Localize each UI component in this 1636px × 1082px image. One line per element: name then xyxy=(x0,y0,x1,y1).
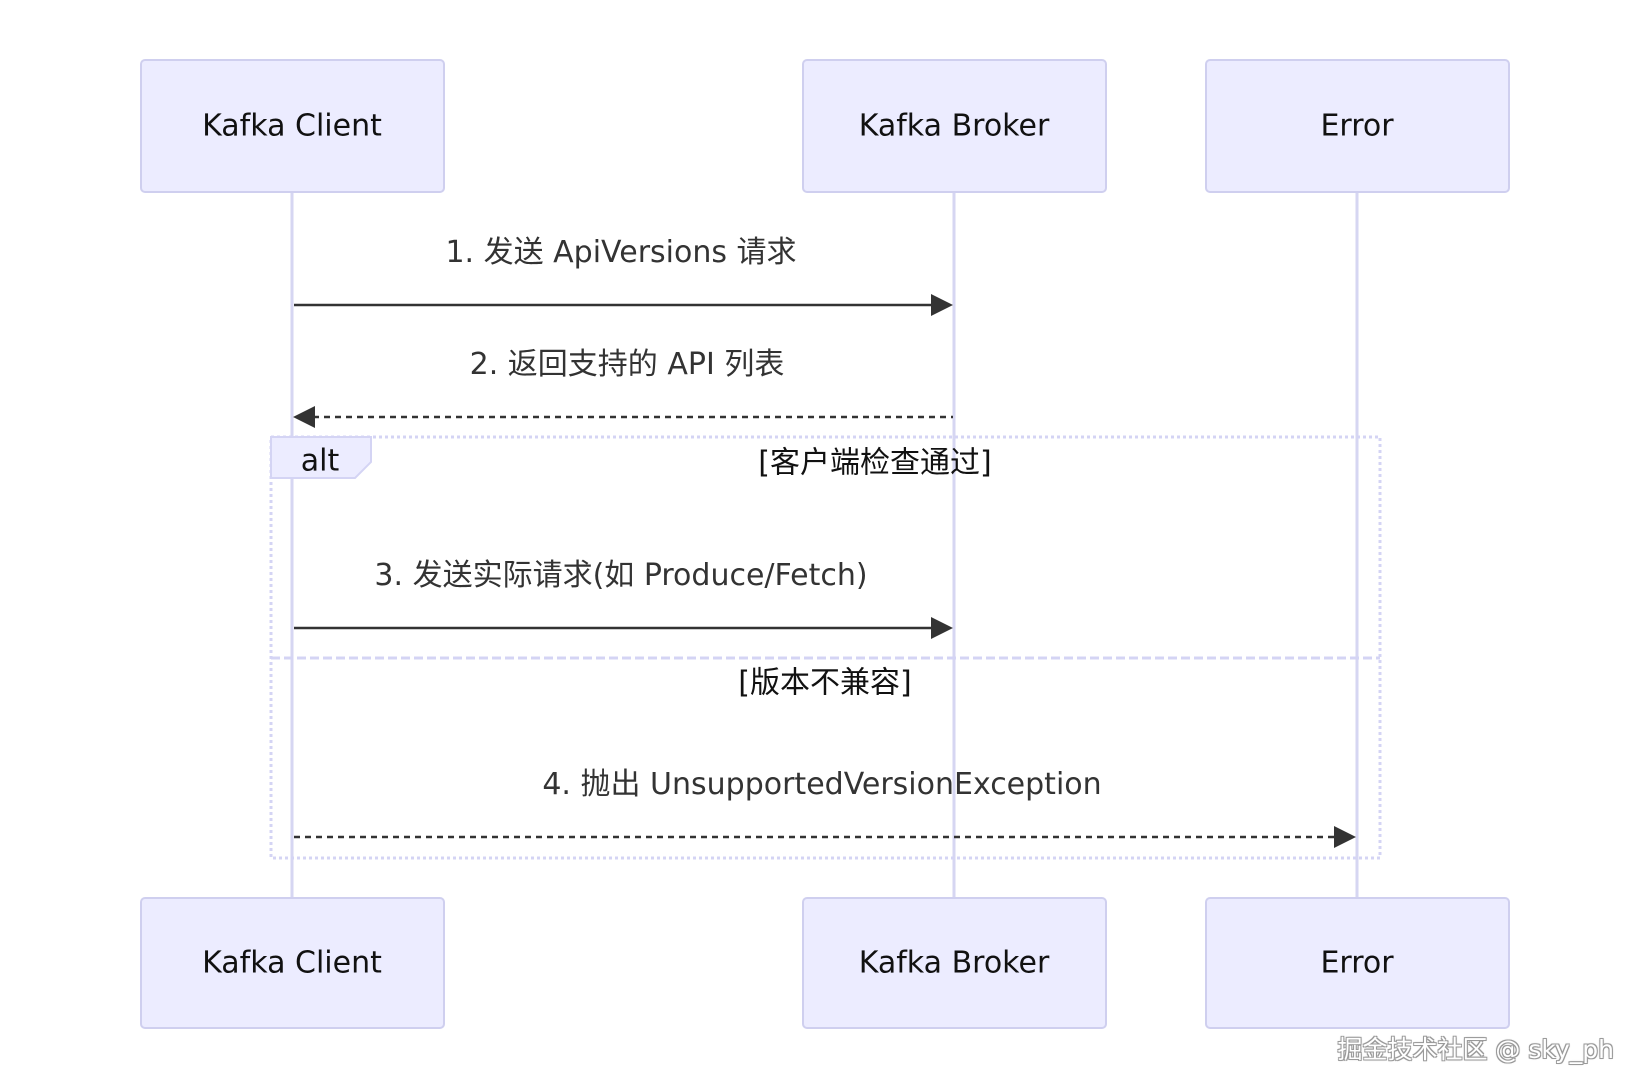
arrow-right-icon xyxy=(931,294,953,316)
message-4: 4. 抛出 UnsupportedVersionException xyxy=(294,767,1356,848)
alt-condition-2: [版本不兼容] xyxy=(738,666,911,701)
alt-frame: alt [客户端检查通过] [版本不兼容] xyxy=(269,435,1382,860)
message-1-label: 1. 发送 ApiVersions 请求 xyxy=(445,235,796,270)
actor-label: Kafka Broker xyxy=(859,946,1050,981)
actor-bottom-error: Error xyxy=(1205,897,1510,1029)
alt-frame-tab xyxy=(270,436,372,479)
arrow-left-icon xyxy=(293,406,315,428)
alt-condition-1: [客户端检查通过] xyxy=(758,446,991,481)
actor-label: Kafka Client xyxy=(202,109,382,144)
message-4-label: 4. 抛出 UnsupportedVersionException xyxy=(542,767,1101,802)
alt-frame-label: alt xyxy=(301,444,340,479)
message-3-label: 3. 发送实际请求(如 Produce/Fetch) xyxy=(374,558,867,593)
actor-bottom-kafka-client: Kafka Client xyxy=(140,897,445,1029)
actor-label: Error xyxy=(1320,109,1394,144)
actor-bottom-kafka-broker: Kafka Broker xyxy=(802,897,1107,1029)
arrow-right-icon xyxy=(1334,826,1356,848)
arrow-right-icon xyxy=(931,617,953,639)
message-2: 2. 返回支持的 API 列表 xyxy=(293,347,953,428)
message-1: 1. 发送 ApiVersions 请求 xyxy=(294,235,953,316)
message-3: 3. 发送实际请求(如 Produce/Fetch) xyxy=(294,558,953,639)
actor-top-kafka-client: Kafka Client xyxy=(140,59,445,193)
actor-label: Kafka Client xyxy=(202,946,382,981)
watermark: 掘金技术社区 @ sky_ph xyxy=(1337,1035,1614,1064)
actor-label: Error xyxy=(1320,946,1394,981)
actor-top-error: Error xyxy=(1205,59,1510,193)
alt-frame-border xyxy=(269,435,1382,860)
message-2-label: 2. 返回支持的 API 列表 xyxy=(470,347,785,382)
actor-label: Kafka Broker xyxy=(859,109,1050,144)
actor-top-kafka-broker: Kafka Broker xyxy=(802,59,1107,193)
